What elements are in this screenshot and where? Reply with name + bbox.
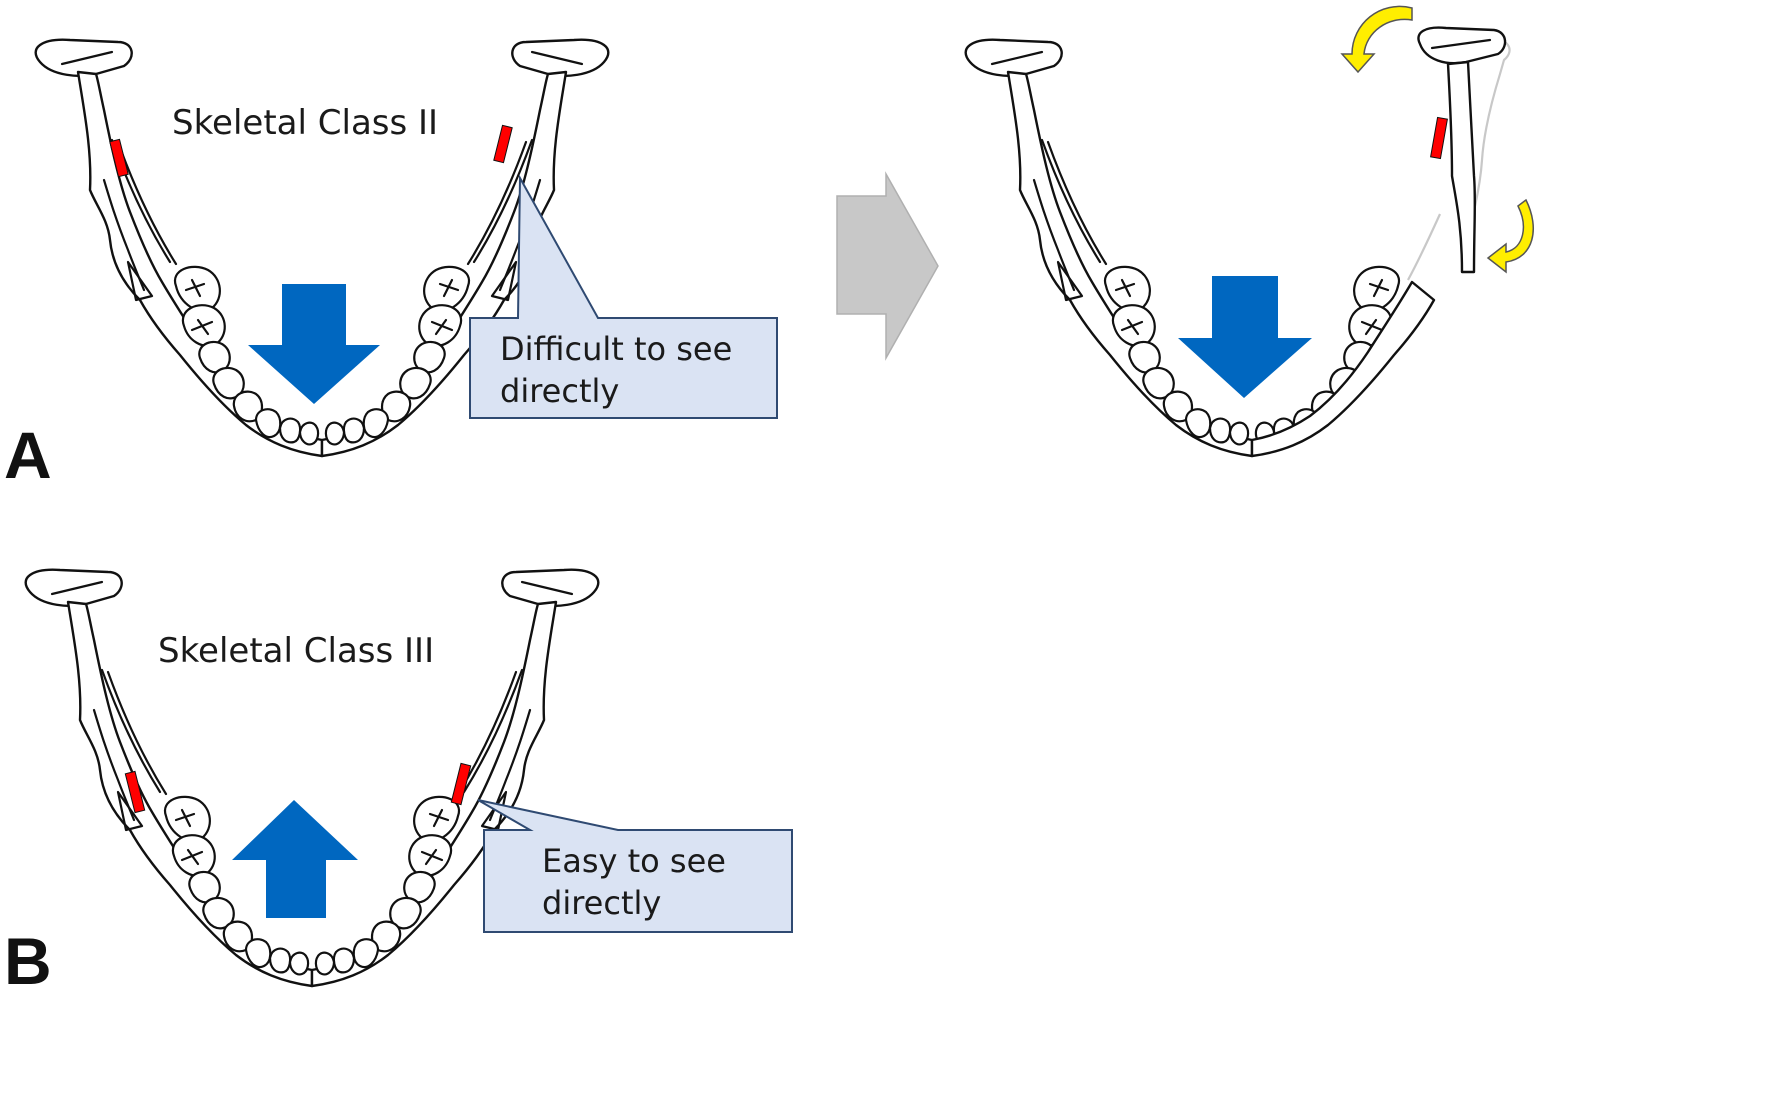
callout-difficult-line1: Difficult to see	[500, 330, 732, 368]
curved-rotation-arrow-icon-bottom	[1486, 198, 1534, 274]
panel-b-letter: B	[4, 924, 52, 998]
callout-easy-line2: directly	[542, 884, 661, 922]
upward-arrow-icon	[232, 800, 358, 918]
chevron-arrow-right-icon	[836, 171, 939, 361]
osteotomy-marker-b-left	[124, 770, 146, 814]
downward-arrow-icon	[248, 284, 380, 404]
callout-difficult-line2: directly	[500, 372, 619, 410]
panel-b: Skeletal Class III Easy to see directly …	[4, 570, 793, 998]
downward-arrow-icon-rotated	[1178, 276, 1312, 398]
osteotomy-marker-rotated	[1430, 116, 1448, 160]
panel-a-letter: A	[4, 418, 52, 492]
callout-easy: Easy to see directly	[477, 799, 793, 933]
panel-a-title: Skeletal Class II	[172, 103, 438, 143]
osteotomy-marker-right	[493, 124, 513, 164]
osteotomy-marker-b-right	[450, 762, 472, 806]
mandible-class-ii-rotated	[964, 38, 1254, 458]
osteotomy-marker-left	[109, 138, 129, 178]
callout-difficult: Difficult to see directly	[469, 174, 778, 419]
panel-b-title: Skeletal Class III	[158, 631, 434, 671]
callout-easy-line1: Easy to see	[542, 842, 726, 880]
panel-a-rotated	[964, 5, 1534, 458]
curved-rotation-arrow-icon-top	[1340, 5, 1413, 74]
rotated-ramus	[1417, 26, 1507, 274]
panel-a: Skeletal Class II Difficult to see direc…	[4, 40, 778, 492]
